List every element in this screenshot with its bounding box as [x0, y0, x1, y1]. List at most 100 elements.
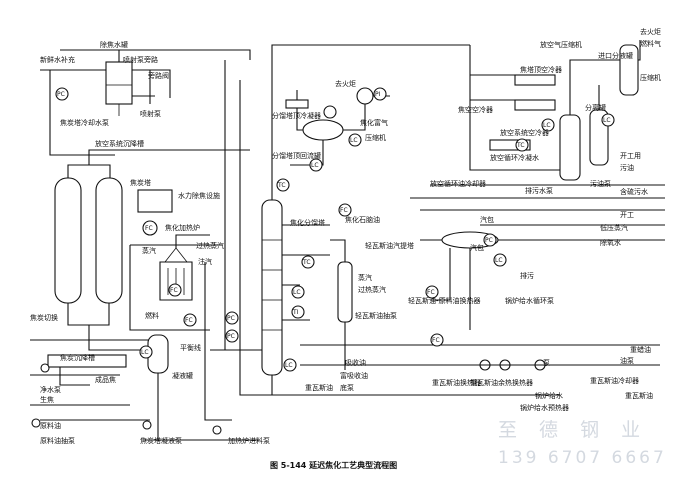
instrument-pc-3: PC [227, 333, 235, 340]
label-steam-drum: 汽包 [470, 243, 484, 252]
label-hgo-pump2: 轻瓦斯油抽泵 [355, 311, 397, 320]
label-blowdown-pump: 污油泵 [590, 179, 611, 188]
label-jet-pump-bypass: 喷射泵旁路 [123, 55, 158, 64]
label-hgo-steam-gen: 重瓦斯油余热换热器 [470, 378, 533, 387]
label-bot-pump: 底泵 [340, 383, 354, 392]
label-crude-pump: 原料油抽泵 [40, 436, 75, 445]
watermark-phone: 139 6707 6667 [498, 448, 667, 468]
fractionator-column [261, 199, 283, 376]
top-cooler [285, 99, 309, 109]
label-air-comp: 放空气压缩机 [540, 40, 582, 49]
label-to-flare: 去火炬 [335, 79, 356, 88]
label-pump: 泵 [543, 359, 550, 367]
label-absorb-oil: 吸收油 [345, 358, 366, 367]
air-cooler [514, 99, 556, 111]
coke-water-tank [105, 61, 133, 105]
label-boiler-pump: 锅炉给水循环泵 [505, 296, 554, 305]
label-rich-absorb: 富吸收油 [340, 371, 368, 380]
label-furnace-feed-pump: 加热炉进料泵 [228, 436, 270, 445]
coke-settle-tank [47, 354, 127, 368]
instrument-bubbles: PC FC TC LC PI FC FC LC PC PC LC TC FC L… [55, 87, 615, 372]
instrument-fc-4: FC [340, 207, 348, 214]
label-oily-water: 含硫污水 [620, 187, 648, 196]
label-naphtha: 焦化石脑油 [345, 215, 380, 224]
label-upper-air-cooler: 焦塔顶空冷器 [520, 65, 562, 74]
label-blowdown-settle: 放空系统沉降槽 [95, 139, 144, 148]
label-comp2: 压缩机 [640, 73, 661, 82]
label-inject-steam: 注汽 [198, 257, 212, 266]
instrument-lc-4: LC [311, 162, 319, 169]
label-low-steam: 低压蒸汽 [600, 223, 628, 232]
label-hot-start: 开工 [620, 211, 634, 219]
inlet-separator [619, 44, 639, 96]
instrument-fc-2: FC [170, 287, 178, 294]
label-separator: 分离罐 [585, 103, 606, 112]
instrument-pc-1: PC [57, 91, 65, 98]
label-coke-cooling-pump: 焦炭塔冷却水泵 [60, 118, 109, 127]
label-rich-gas: 焦化富气 [360, 118, 388, 127]
label-coke-water-tank: 除焦水罐 [100, 40, 128, 49]
label-drain: 排污 [520, 271, 534, 280]
label-steam2: 蒸汽 [358, 273, 372, 282]
label-hgo-cooler: 重瓦斯油冷却器 [590, 376, 639, 385]
instrument-pi-1: PI [375, 91, 381, 98]
label-oil-pump: 油泵 [620, 356, 634, 365]
label-blowdown-condensate: 放空循环油冷却器 [430, 179, 486, 188]
furnace-section [129, 234, 260, 441]
label-boiler-water: 锅炉给水 [535, 391, 563, 400]
label-hgo-exch2: 重瓦斯油换热器 [432, 378, 481, 387]
figure-caption: 图 5-144 延迟焦化工艺典型流程图 [270, 460, 397, 470]
label-jet-pump: 喷射泵 [140, 109, 161, 118]
label-heavy-gas: 重瓦斯油 [305, 383, 333, 392]
label-fresh-water: 新鲜水补充 [40, 55, 75, 64]
label-circ-cooler: 放空循环冷凝水 [490, 153, 539, 162]
label-reflux-tank: 分馏塔顶回流罐 [272, 151, 321, 160]
label-balance-line: 平衡线 [180, 343, 201, 352]
watermark-company: 至 德 钢 业 [498, 419, 648, 441]
label-steam1: 蒸汽 [142, 246, 156, 255]
label-coke-tower: 焦炭塔 [130, 178, 151, 187]
label-vent-steam: 汽包 [480, 215, 494, 224]
fractionator-section [210, 44, 660, 396]
instrument-lc-7: LC [543, 122, 551, 129]
label-condensate-tank: 凝液罐 [172, 371, 193, 380]
label-crude-oil: 原料油 [40, 421, 61, 430]
instrument-fc-3: FC [185, 317, 193, 324]
label-bypass-valve: 旁路阀 [148, 71, 169, 80]
instrument-lc-6: LC [495, 257, 503, 264]
instrument-tc-2: TC [302, 259, 311, 266]
instrument-fc-5: FC [427, 289, 435, 296]
instrument-tc-3: TC [516, 142, 525, 149]
hgo-stripper [337, 261, 353, 323]
instrument-fc-6: FC [432, 337, 440, 344]
label-hgo-stripper: 轻瓦斯油汽提塔 [365, 241, 414, 250]
label-coke-cond-pump: 焦炭塔凝液泵 [140, 436, 182, 445]
label-clean-water-pump: 净水泵 [40, 385, 61, 394]
label-to-fuel: 开工用 [620, 152, 641, 160]
label-fractionator: 焦化分馏塔 [290, 218, 325, 227]
label-superheat-steam: 过热蒸汽 [196, 241, 224, 250]
blowdown-column [559, 114, 581, 181]
coke-drum-right [95, 177, 123, 304]
instrument-lc-1: LC [350, 137, 358, 144]
label-blowdown-air-cooler: 放空系统空冷器 [500, 128, 549, 137]
coke-drum-section [30, 49, 251, 435]
instrument-ti-1: TI [292, 309, 299, 316]
instrument-lc-8: LC [603, 117, 611, 124]
label-to-flare2: 去火炬 [640, 27, 661, 36]
instrument-pc-2: PC [227, 315, 235, 322]
label-fuel-gas: 燃料气 [640, 39, 661, 48]
label-coke-switch: 焦炭切换 [30, 313, 58, 322]
label-boiler-preheat: 锅炉给水预热器 [520, 403, 569, 412]
instrument-lc-2: LC [141, 349, 149, 356]
label-heavy-oil: 重蜡油 [630, 345, 651, 354]
blowdown-air-cooler [489, 139, 531, 151]
label-pure-water: 除氧水 [600, 238, 621, 247]
coke-drum-left [54, 177, 82, 304]
label-hgo-exchanger: 轻瓦斯油-原料油换热器 [408, 296, 481, 305]
label-product-coke: 成品焦 [95, 375, 116, 384]
instrument-lc-3: LC [293, 289, 301, 296]
instrument-fc-1: FC [145, 225, 153, 232]
label-coke-settle-tank: 焦炭沉降槽 [60, 353, 95, 362]
